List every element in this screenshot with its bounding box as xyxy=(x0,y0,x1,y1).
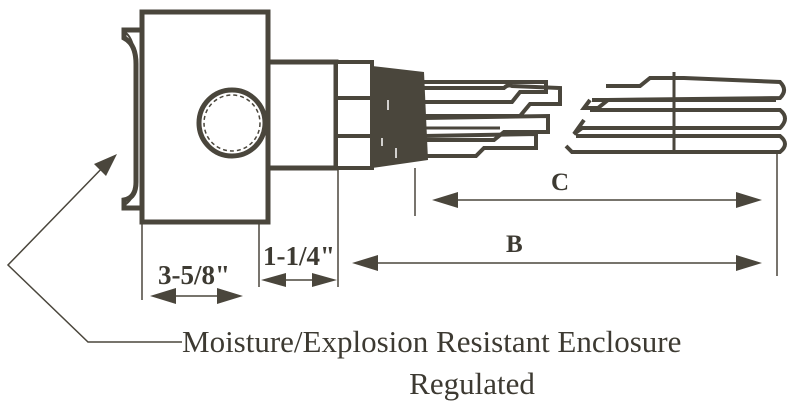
heating-elements-right xyxy=(564,76,787,154)
screw-plug xyxy=(265,59,428,171)
leader-arrow xyxy=(6,154,182,343)
caption-line-1: Moisture/Explosion Resistant Enclosure xyxy=(182,324,681,359)
conduit-opening xyxy=(196,87,268,159)
dimension-label-1-1-4: 1-1/4" xyxy=(263,241,335,271)
dimension-c: C xyxy=(432,169,762,208)
caption-line-2: Regulated xyxy=(409,366,535,401)
dimension-label-c: C xyxy=(551,169,569,196)
dimension-plug-length: 1-1/4" xyxy=(261,241,337,287)
dimension-label-b: B xyxy=(506,231,523,258)
heating-elements-left xyxy=(423,80,562,158)
dimension-enclosure-depth: 3-5/8" xyxy=(150,260,243,304)
dimension-label-3-5-8: 3-5/8" xyxy=(158,260,230,290)
dimension-b: B xyxy=(352,231,762,271)
extension-lines xyxy=(141,152,778,300)
